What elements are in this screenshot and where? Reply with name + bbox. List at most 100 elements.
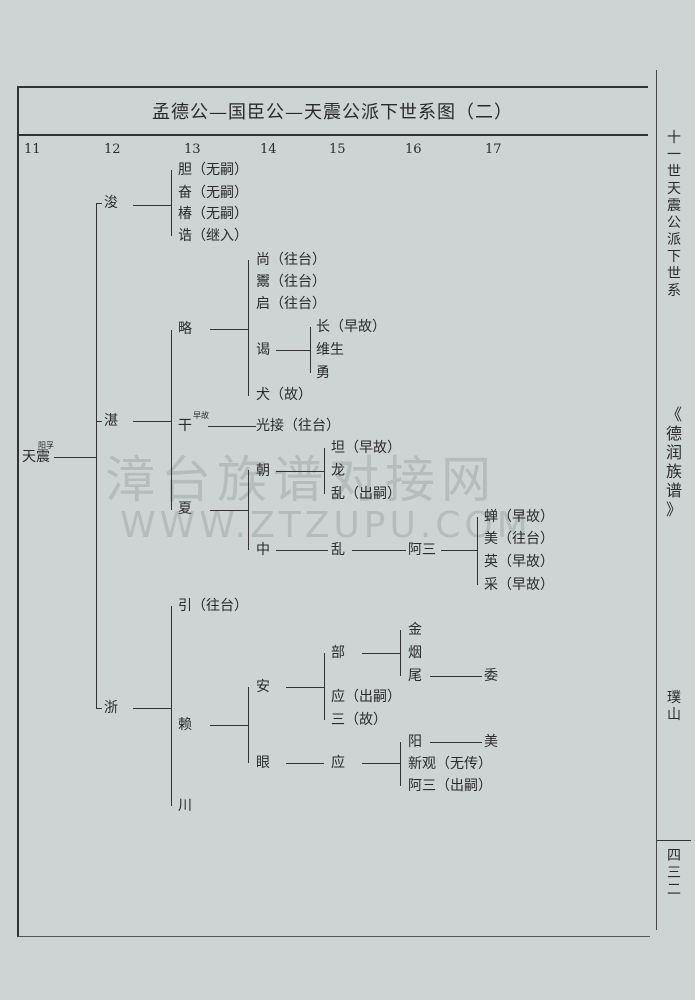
connector	[310, 327, 311, 373]
margin-divider	[656, 70, 657, 930]
connector	[96, 203, 102, 204]
person: 长（早故）	[316, 319, 386, 335]
gen-label: 11	[24, 142, 41, 157]
connector	[324, 448, 325, 494]
gen-label: 17	[485, 142, 502, 157]
person: 委	[484, 668, 498, 684]
person: 川	[178, 798, 192, 814]
connector	[430, 676, 482, 677]
person: 蝉（早故）	[484, 509, 554, 525]
connector	[171, 606, 172, 806]
connector	[441, 550, 477, 551]
connector	[208, 426, 256, 427]
person: 光接（往台）	[256, 418, 340, 434]
person: 略	[178, 321, 192, 337]
gen-label: 13	[184, 142, 201, 157]
person: 美（往台）	[484, 531, 554, 547]
connector	[362, 763, 400, 764]
title-bar	[17, 86, 648, 136]
person: 三（故）	[331, 712, 387, 728]
person: 尚（往台）	[256, 252, 326, 268]
person: 启（往台）	[256, 296, 326, 312]
person: 龙	[331, 463, 345, 479]
connector	[324, 653, 325, 720]
person: 乱（出嗣）	[331, 486, 401, 502]
person: 金	[408, 622, 422, 638]
connector	[286, 763, 324, 764]
gen-label: 16	[405, 142, 422, 157]
side-book-title: 《 德 润 族 谱 》	[665, 405, 682, 519]
connector	[133, 205, 171, 206]
side-page-number: 四 三 二	[667, 848, 681, 898]
connector	[248, 470, 249, 550]
connector	[477, 517, 478, 585]
person: 部	[331, 645, 345, 661]
person: 乱	[331, 542, 345, 558]
connector	[133, 421, 171, 422]
person: 鬻（往台）	[256, 274, 326, 290]
connector	[400, 630, 401, 676]
connector	[133, 708, 171, 709]
person: 勇	[316, 365, 330, 381]
side-place: 璞 山	[667, 690, 681, 723]
gen-label: 15	[329, 142, 346, 157]
person: 夏	[178, 501, 192, 517]
divider	[657, 840, 691, 841]
connector	[96, 421, 102, 422]
side-section-title: 十 一 世 天 震 公 派 下 世 系	[667, 130, 681, 299]
person: 维生	[316, 342, 344, 358]
person: 谒	[256, 342, 270, 358]
person: 应	[331, 755, 345, 771]
connector	[248, 260, 249, 396]
person: 浚	[104, 195, 118, 211]
person: 湛	[104, 413, 118, 429]
person: 诰（继入）	[178, 228, 248, 244]
person: 赖	[178, 717, 192, 733]
person-note: 早故	[193, 411, 209, 420]
person: 朝	[256, 463, 270, 479]
person: 胆（无嗣）	[178, 162, 248, 178]
person: 美	[484, 734, 498, 750]
root-name: 天震	[22, 449, 50, 465]
person: 英（早故）	[484, 554, 554, 570]
connector	[286, 687, 324, 688]
person: 犬（故）	[256, 387, 312, 403]
person: 阿三	[408, 542, 436, 558]
chart-frame	[17, 86, 650, 937]
connector	[430, 742, 482, 743]
connector	[248, 687, 249, 763]
person: 坦（早故）	[331, 440, 401, 456]
person: 阿三（出嗣）	[408, 778, 492, 794]
connector	[96, 203, 97, 708]
connector	[54, 457, 96, 458]
connector	[276, 471, 324, 472]
person: 引（往台）	[178, 598, 248, 614]
person: 浙	[104, 700, 118, 716]
person: 烟	[408, 645, 422, 661]
person: 阳	[408, 734, 422, 750]
connector	[171, 170, 172, 236]
connector	[210, 329, 248, 330]
connector	[400, 742, 401, 786]
watermark-cn: 漳台族谱对接网	[105, 451, 497, 509]
root-note: 阳孚	[38, 441, 54, 450]
connector	[96, 708, 102, 709]
person: 新观（无传）	[408, 756, 492, 772]
person: 应（出嗣）	[331, 689, 401, 705]
connector	[362, 653, 400, 654]
person: 尾	[408, 668, 422, 684]
connector	[210, 510, 248, 511]
person: 中	[256, 542, 270, 558]
page-title: 孟德公—国臣公—天震公派下世系图（二）	[152, 102, 513, 123]
person: 眼	[256, 755, 270, 771]
gen-label: 12	[104, 142, 121, 157]
connector	[276, 550, 328, 551]
connector	[171, 330, 172, 510]
person: 采（早故）	[484, 577, 554, 593]
gen-label: 14	[260, 142, 277, 157]
connector	[352, 550, 406, 551]
connector	[210, 725, 248, 726]
person: 干	[178, 418, 192, 434]
person: 奋（无嗣）	[178, 185, 248, 201]
